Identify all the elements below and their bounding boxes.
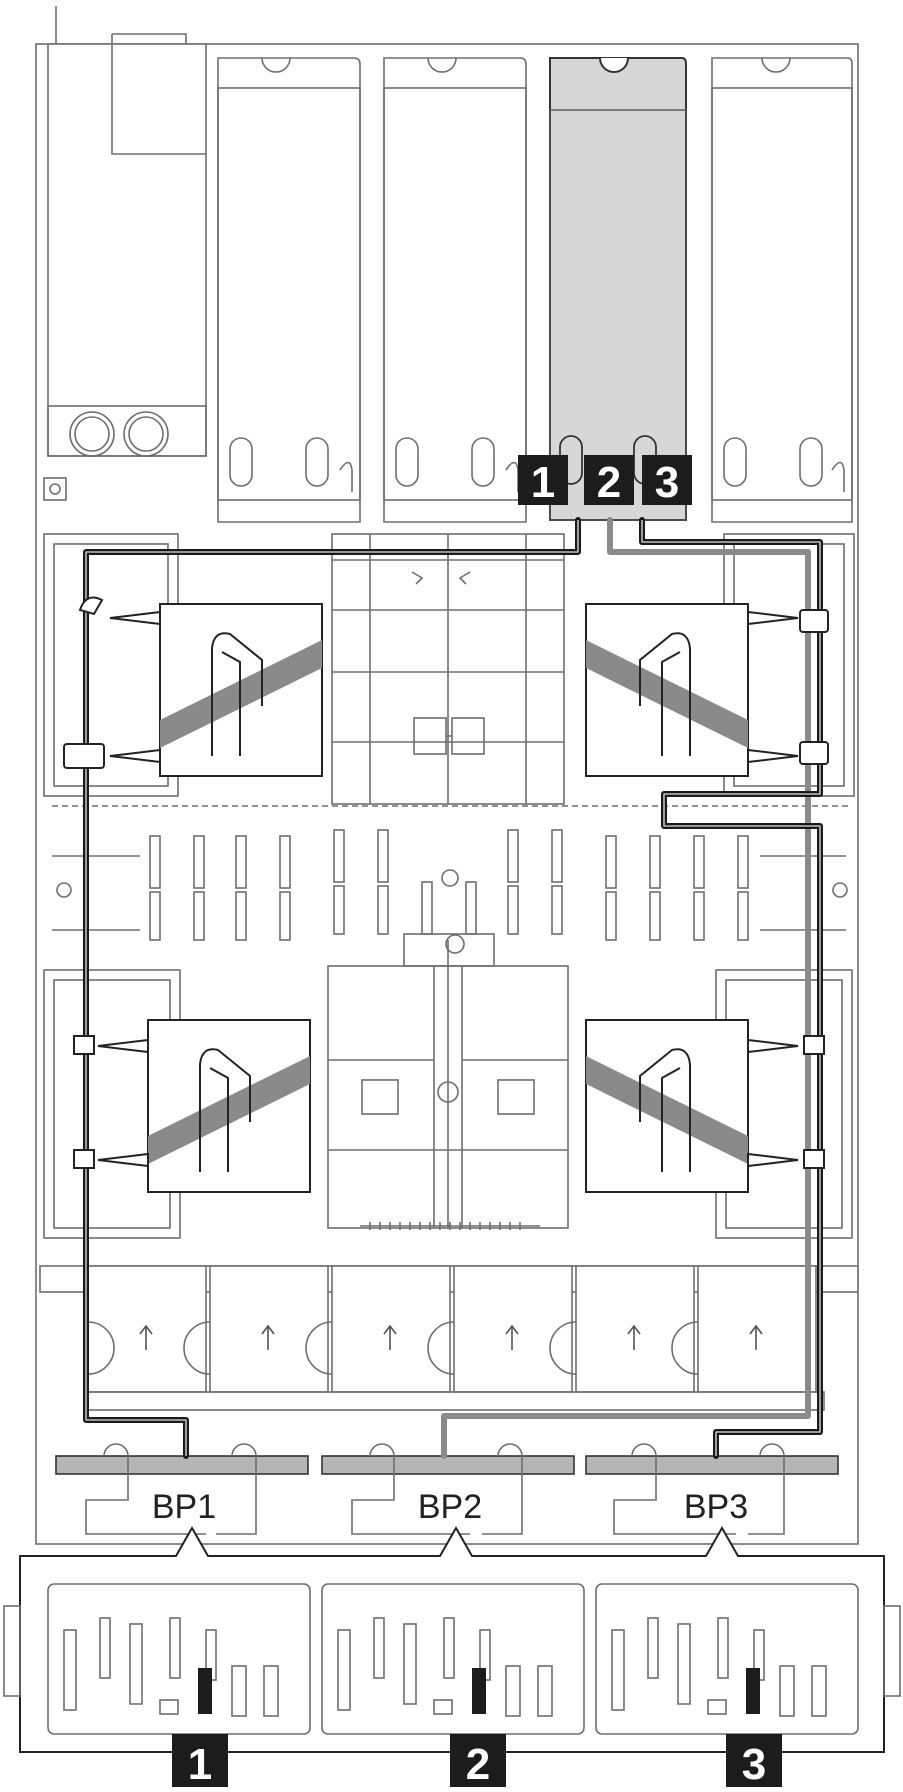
svg-text:3: 3 bbox=[742, 1740, 766, 1787]
fan-modules bbox=[39, 1265, 859, 1411]
backplane-3-board bbox=[595, 1583, 859, 1735]
heatsink-1 bbox=[109, 603, 323, 777]
riser-cage-2 bbox=[383, 57, 527, 523]
riser-cage-1 bbox=[217, 57, 361, 523]
backplane-3-callout: 3 bbox=[726, 1734, 782, 1789]
svg-text:1: 1 bbox=[188, 1740, 212, 1787]
backplane-1-callout: 1 bbox=[172, 1734, 228, 1789]
bp2-label: BP2 bbox=[418, 1488, 482, 1526]
backplane-2-callout: 2 bbox=[450, 1734, 506, 1789]
cables bbox=[83, 517, 823, 1459]
riser-connector-callouts: 1 2 3 bbox=[518, 455, 692, 507]
riser-card-highlighted bbox=[548, 57, 687, 521]
riser-connector-1-callout: 1 bbox=[518, 455, 568, 507]
backplane-connectors bbox=[55, 1443, 839, 1535]
svg-text:3: 3 bbox=[655, 458, 679, 507]
dimm-slot-rows bbox=[52, 829, 848, 941]
riser-connector-3-callout: 3 bbox=[642, 455, 692, 507]
backplane-labels: BP1 BP2 BP3 bbox=[152, 1488, 748, 1526]
heatsink-2 bbox=[585, 603, 799, 777]
backplane-1-board bbox=[47, 1583, 311, 1735]
lower-processor-bay bbox=[43, 933, 853, 1239]
cable-2 bbox=[441, 517, 811, 1459]
heatsink-3 bbox=[97, 1019, 311, 1193]
heatsink-4 bbox=[585, 1019, 799, 1193]
power-supply-bay bbox=[43, 33, 207, 501]
svg-text:2: 2 bbox=[597, 458, 621, 507]
svg-text:2: 2 bbox=[466, 1740, 490, 1787]
riser-connector-2-callout: 2 bbox=[584, 455, 634, 507]
cable-clips bbox=[63, 596, 829, 1169]
riser-cage-4 bbox=[711, 57, 853, 523]
svg-text:1: 1 bbox=[531, 458, 555, 507]
bp3-label: BP3 bbox=[684, 1488, 748, 1526]
backplane-callouts: 1 2 3 bbox=[172, 1734, 782, 1789]
bp1-label: BP1 bbox=[152, 1488, 216, 1526]
backplane-detail-view bbox=[3, 1525, 901, 1753]
